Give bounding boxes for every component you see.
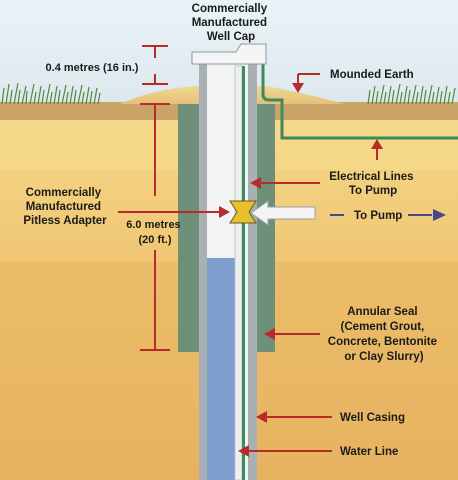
cap-height-label: 0.4 metres (16 in.) — [46, 62, 139, 74]
annular-seal-right — [256, 104, 275, 352]
svg-text:6.0 metres (20 ft.): 6.0 metres (20 ft.) — [126, 219, 184, 246]
water-column — [207, 258, 235, 480]
electrical-lines-arrow-left — [250, 177, 320, 189]
pitless-adapter-label-line3: Pitless Adapter — [23, 215, 107, 227]
to-pump-pipe-arrow — [250, 200, 316, 226]
well-cap-label-line2: Manufactured — [192, 17, 267, 29]
depth-label-line1: 6.0 metres — [126, 219, 180, 231]
svg-text:Electrical Lines To Pump: Electrical Lines To Pump — [329, 171, 417, 197]
depth-label-line2: (20 ft.) — [139, 234, 172, 246]
well-cap — [191, 43, 267, 65]
water-line-label: Water Line — [340, 446, 398, 458]
svg-text:Commercially Manufactured: Commercially Manufactured Pitless Adapte… — [23, 187, 107, 227]
electrical-lines-arrow-up — [371, 139, 383, 160]
pitless-adapter-arrow — [118, 206, 230, 218]
mounded-earth-arrow — [292, 73, 320, 93]
annular-seal-left — [178, 104, 200, 352]
well-cap-label-line3: Well Cap — [207, 31, 255, 43]
electrical-line-to-pump — [261, 62, 458, 140]
pitless-adapter-label-line2: Manufactured — [26, 201, 101, 213]
mounded-earth-label: Mounded Earth — [330, 69, 414, 81]
annular-seal-label-line1: Annular Seal — [347, 306, 417, 318]
annular-seal-arrow — [264, 328, 320, 340]
cap-height-dimension — [142, 45, 168, 85]
svg-text:Commercially Manufactured: Commercially Manufactured Well Cap — [192, 3, 271, 43]
electrical-lines-label-line1: Electrical Lines — [329, 171, 413, 183]
pitless-adapter — [229, 200, 257, 224]
well-casing-arrow — [256, 411, 332, 423]
to-pump-blue-arrow — [330, 209, 446, 221]
to-pump-label: To Pump — [354, 210, 402, 222]
depth-dimension — [140, 103, 170, 351]
grass-left — [1, 82, 101, 105]
well-casing-label: Well Casing — [340, 412, 405, 424]
pitless-adapter-label-line1: Commercially — [26, 187, 102, 199]
grass-right — [367, 83, 456, 105]
drop-pipe — [234, 65, 243, 480]
annular-seal-label-line4: or Clay Slurry) — [344, 351, 423, 363]
electrical-line-in-casing — [242, 66, 245, 480]
svg-text:Annular Seal (Cement Grout: Annular Seal (Cement Grout, Concrete, Be… — [328, 306, 440, 363]
water-line-arrow — [238, 445, 332, 457]
annular-seal-label-line3: Concrete, Bentonite — [328, 336, 437, 348]
annular-seal-label-line2: (Cement Grout, — [341, 321, 425, 333]
well-cap-label-line1: Commercially — [192, 3, 268, 15]
electrical-lines-label-line2: To Pump — [349, 185, 397, 197]
